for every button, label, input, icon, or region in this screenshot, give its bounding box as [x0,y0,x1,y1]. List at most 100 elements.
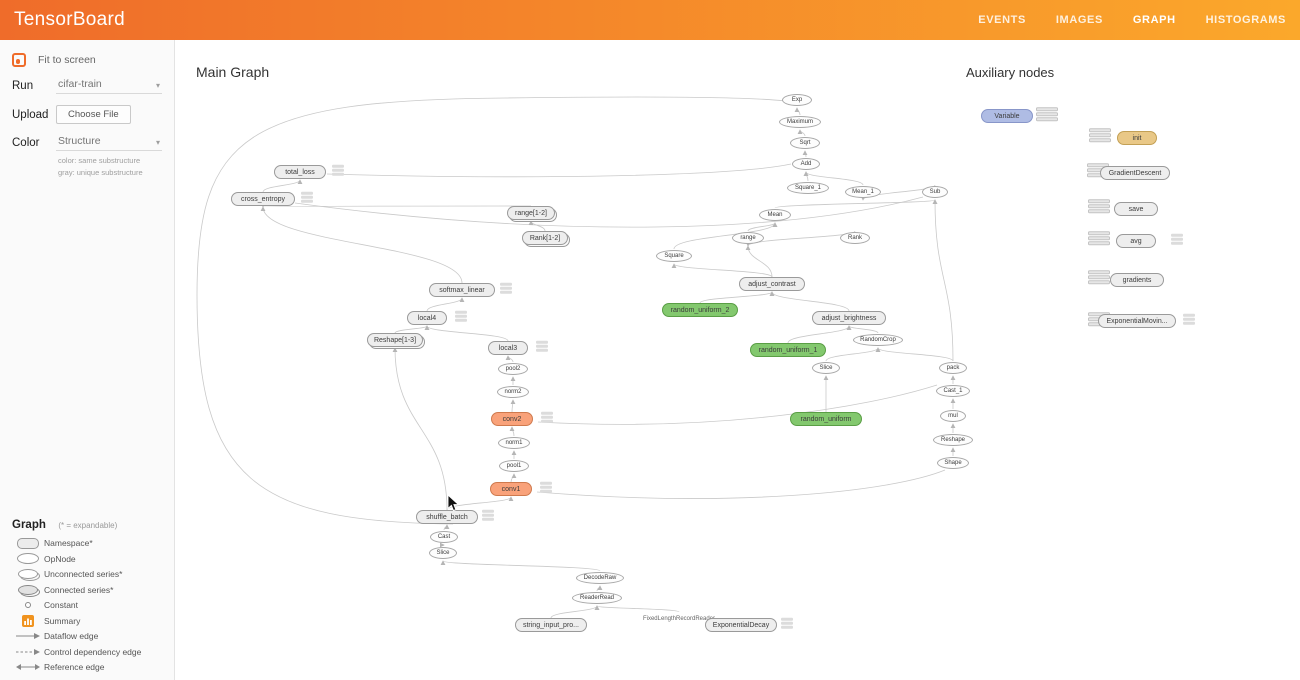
graph-node-avg_r_chips [1171,233,1183,245]
graph-node-random_uniform_1[interactable]: random_uniform_1 [750,343,826,357]
graph-node-range_[interactable]: range [732,232,764,244]
graph-node-local4[interactable]: local4 [407,311,447,325]
graph-node-grad_chips [1088,270,1110,284]
graph-node-mul[interactable]: mul [940,410,966,422]
graph-node-c2_chips [541,411,553,423]
graph-node-l3_chips [536,340,548,352]
color-select-value: Structure [58,135,101,147]
graph-node-var_chips [1036,107,1058,121]
color-row: Color Structure ▾ [12,135,162,151]
graph-node-square_1[interactable]: Square_1 [787,182,829,194]
opnode-icon [17,553,39,565]
run-select[interactable]: cifar-train ▾ [56,78,162,94]
color-help-line-2: gray: unique substructure [58,167,143,177]
graph-node-square[interactable]: Square [656,250,692,262]
graph-node-random_uniform_2[interactable]: random_uniform_2 [662,303,738,317]
fit-to-screen-button[interactable]: Fit to screen [12,53,162,67]
upload-label: Upload [12,108,49,121]
graph-node-shape[interactable]: Shape [937,457,969,469]
graph-node-pack[interactable]: pack [939,362,967,374]
graph-node-sqrt[interactable]: Sqrt [790,137,820,149]
run-label: Run [12,80,34,92]
graph-node-pool1[interactable]: pool1 [499,460,529,472]
graph-node-aux_exponential_movin[interactable]: ExponentialMovin... [1098,314,1176,328]
mouse-cursor [447,494,460,512]
graph-node-save_chips [1088,199,1110,213]
graph-node-conv2[interactable]: conv2 [491,412,533,426]
graph-node-ce_chips [301,191,313,203]
graph-node-cast_1[interactable]: Cast_1 [936,385,970,397]
chevron-down-icon: ▾ [155,81,160,90]
color-help-text: color: same substructure gray: unique su… [58,155,162,178]
graph-node-sb_chips [482,509,494,521]
graph-node-rank12[interactable]: Rank[1-2] [522,231,568,245]
graph-node-aux_gradient_descent[interactable]: GradientDescent [1100,166,1170,180]
graph-node-cross_entropy[interactable]: cross_entropy [231,192,295,206]
graph-node-mean[interactable]: Mean [759,209,791,221]
graph-node-local3[interactable]: local3 [488,341,528,355]
graph-node-add[interactable]: Add [792,158,820,170]
graph-node-range12[interactable]: range[1-2] [507,206,555,220]
legend-item-reference-edge: Reference edge [12,660,170,676]
graph-node-maximum[interactable]: Maximum [779,116,821,128]
graph-node-c1_chips [540,481,552,493]
legend-item-namespace: Namespace* [12,536,170,552]
graph-node-aux_avg[interactable]: avg [1116,234,1156,248]
graph-node-conv1[interactable]: conv1 [490,482,532,496]
graph-node-exponential_decay[interactable]: ExponentialDecay [705,618,777,632]
graph-node-reshape13[interactable]: Reshape[1-3] [367,333,423,347]
upload-row: Upload Choose File [12,105,162,124]
graph-node-pool2[interactable]: pool2 [498,363,528,375]
graph-node-exp[interactable]: Exp [782,94,812,106]
graph-node-sm_chips [500,282,512,294]
legend-title: Graph [12,518,46,531]
choose-file-button[interactable]: Choose File [56,105,131,124]
nav-tab-images[interactable]: IMAGES [1055,14,1103,26]
graph-node-random_uniform[interactable]: random_uniform [790,412,862,426]
control-dependency-edge-icon [12,647,44,657]
graph-node-randomcrop[interactable]: RandomCrop [853,334,903,346]
graph-node-reshape[interactable]: Reshape [933,434,973,446]
color-select[interactable]: Structure ▾ [56,135,162,151]
graph-node-norm2[interactable]: norm2 [497,386,529,398]
graph-node-reader_read[interactable]: ReaderRead [572,592,622,604]
graph-node-tl_chips [332,164,344,176]
graph-node-aux_save[interactable]: save [1114,202,1158,216]
graph-node-aux_gradients[interactable]: gradients [1110,273,1164,287]
graph-node-decode_raw[interactable]: DecodeRaw [576,572,624,584]
graph-node-cast[interactable]: Cast [430,531,458,543]
color-help-line-1: color: same substructure [58,156,141,165]
nav-tab-graph[interactable]: GRAPH [1132,14,1176,26]
graph-node-sub[interactable]: Sub [922,186,948,198]
nav-tab-histograms[interactable]: HISTOGRAMS [1205,14,1286,26]
graph-node-aux_init[interactable]: init [1117,131,1157,145]
graph-node-em_r_chips [1183,313,1195,325]
graph-node-rank_[interactable]: Rank [840,232,870,244]
main-graph-title: Main Graph [196,64,270,80]
run-select-value: cifar-train [58,78,102,90]
graph-node-softmax_linear[interactable]: softmax_linear [429,283,495,297]
graph-node-fixed_length[interactable]: FixedLengthRecordReader [642,616,716,622]
graph-node-adjust_contrast[interactable]: adjust_contrast [739,277,805,291]
graph-node-total_loss[interactable]: total_loss [274,165,326,179]
graph-node-slice_b[interactable]: Slice [429,547,457,559]
namespace-icon [17,537,39,549]
legend-header: Graph (* = expandable) [12,515,170,533]
nav-tab-events[interactable]: EVENTS [978,14,1026,26]
graph-node-aux_variable[interactable]: Variable [981,109,1033,123]
constant-icon [25,602,31,609]
top-nav: EVENTS IMAGES GRAPH HISTOGRAMS [978,0,1286,40]
graph-node-shuffle_batch[interactable]: shuffle_batch [416,510,478,524]
graph-node-mean_1[interactable]: Mean_1 [845,186,881,198]
app-title: TensorBoard [14,9,126,30]
graph-node-adjust_brightness[interactable]: adjust_brightness [812,311,886,325]
legend-item-summary: Summary [12,613,170,629]
reference-edge-icon [12,662,44,672]
graph-node-norm1[interactable]: norm1 [498,437,530,449]
legend-item-dataflow-edge: Dataflow edge [12,629,170,645]
run-row: Run cifar-train ▾ [12,78,162,94]
graph-node-slice2[interactable]: Slice [812,362,840,374]
graph-node-string_input[interactable]: string_input_pro... [515,618,587,632]
